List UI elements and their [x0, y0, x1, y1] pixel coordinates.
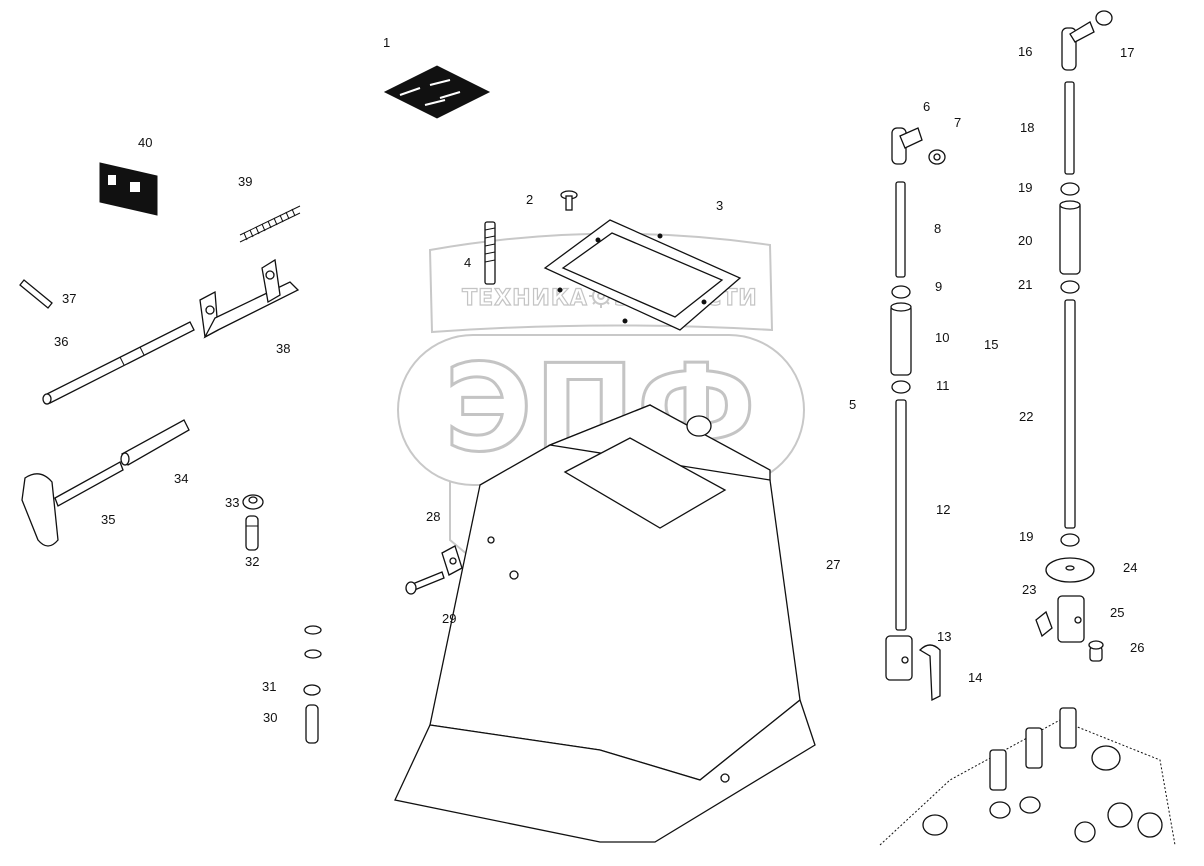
part-12-rod: [895, 399, 907, 631]
callout-31: 31: [262, 679, 276, 694]
callout-labels: 1 2 3 4 5 6 7 8 9 10 11 12 13 14 15 16 1…: [54, 35, 1144, 725]
part-3-cover-plate: [543, 219, 742, 331]
watermark-text-1: ТЕХНИКА: [462, 286, 588, 311]
callout-33: 33: [225, 495, 239, 510]
callout-13: 13: [937, 629, 951, 644]
part-9-nut: [891, 285, 911, 299]
callout-17: 17: [1120, 45, 1134, 60]
part-38-bracket: [199, 258, 300, 339]
callout-21: 21: [1018, 277, 1032, 292]
part-22-rod: [1064, 299, 1076, 529]
callout-23: 23: [1022, 582, 1036, 597]
part-24-washer: [1045, 557, 1095, 583]
part-8-rod: [895, 181, 906, 278]
callout-7: 7: [954, 115, 961, 130]
callout-12: 12: [936, 502, 950, 517]
callout-30: 30: [263, 710, 277, 725]
callout-15: 15: [984, 337, 998, 352]
callout-40: 40: [138, 135, 152, 150]
callout-39: 39: [238, 174, 252, 189]
part-4-stud: [484, 221, 496, 285]
callout-27: 27: [826, 557, 840, 572]
part-29-bolt: [405, 571, 445, 595]
part-2-screw: [560, 190, 578, 211]
callout-4: 4: [464, 255, 471, 270]
callout-2: 2: [526, 192, 533, 207]
callout-19a: 19: [1018, 180, 1032, 195]
part-13-clevis: [885, 635, 913, 681]
callout-34: 34: [174, 471, 188, 486]
callout-29: 29: [442, 611, 456, 626]
part-25-clevis: [1057, 595, 1085, 643]
part-32-bolt: [245, 515, 259, 551]
part-7-nut: [928, 149, 946, 165]
callout-24: 24: [1123, 560, 1137, 575]
part-26-pin: [1088, 640, 1104, 662]
part-28-clip: [441, 545, 463, 576]
part-27-housing: [394, 404, 816, 843]
part-19-nut-lower: [1060, 533, 1080, 547]
callout-9: 9: [935, 279, 942, 294]
callout-22: 22: [1019, 409, 1033, 424]
callout-8: 8: [934, 221, 941, 236]
part-35-handle: [21, 461, 124, 547]
callout-11: 11: [936, 378, 950, 393]
part-16-rod-end: [1061, 21, 1095, 71]
callout-32: 32: [245, 554, 259, 569]
callout-26: 26: [1130, 640, 1144, 655]
part-6-rod-end: [891, 127, 923, 165]
callout-14: 14: [968, 670, 982, 685]
valve-block: [879, 707, 1176, 846]
part-23-clip: [1035, 610, 1053, 638]
callout-37: 37: [62, 291, 76, 306]
part-19-nut-upper: [1060, 182, 1080, 196]
callout-35: 35: [101, 512, 115, 527]
part-30-bolt: [305, 704, 319, 744]
part-36-rod: [42, 321, 195, 405]
callout-1: 1: [383, 35, 390, 50]
part-11-nut: [891, 380, 911, 394]
callout-25: 25: [1110, 605, 1124, 620]
callout-3: 3: [716, 198, 723, 213]
part-33-nut: [242, 494, 264, 510]
part-1-decal: [383, 65, 491, 119]
part-17-nut: [1095, 10, 1113, 26]
callout-19b: 19: [1019, 529, 1033, 544]
part-20-sleeve: [1059, 200, 1081, 275]
callout-5: 5: [849, 397, 856, 412]
part-31-washers: [303, 625, 322, 696]
part-21-nut: [1060, 280, 1080, 294]
part-14-pin: [918, 644, 941, 702]
part-34-sleeve: [120, 419, 190, 466]
callout-20: 20: [1018, 233, 1032, 248]
callout-10: 10: [935, 330, 949, 345]
part-18-rod: [1064, 81, 1075, 175]
part-39-spring: [239, 205, 301, 243]
part-37-pin: [19, 279, 53, 309]
callout-36: 36: [54, 334, 68, 349]
part-10-sleeve: [890, 302, 912, 376]
callout-18: 18: [1020, 120, 1034, 135]
callout-6: 6: [923, 99, 930, 114]
part-40-decal: [99, 162, 158, 216]
callout-38: 38: [276, 341, 290, 356]
callout-28: 28: [426, 509, 440, 524]
callout-16: 16: [1018, 44, 1032, 59]
